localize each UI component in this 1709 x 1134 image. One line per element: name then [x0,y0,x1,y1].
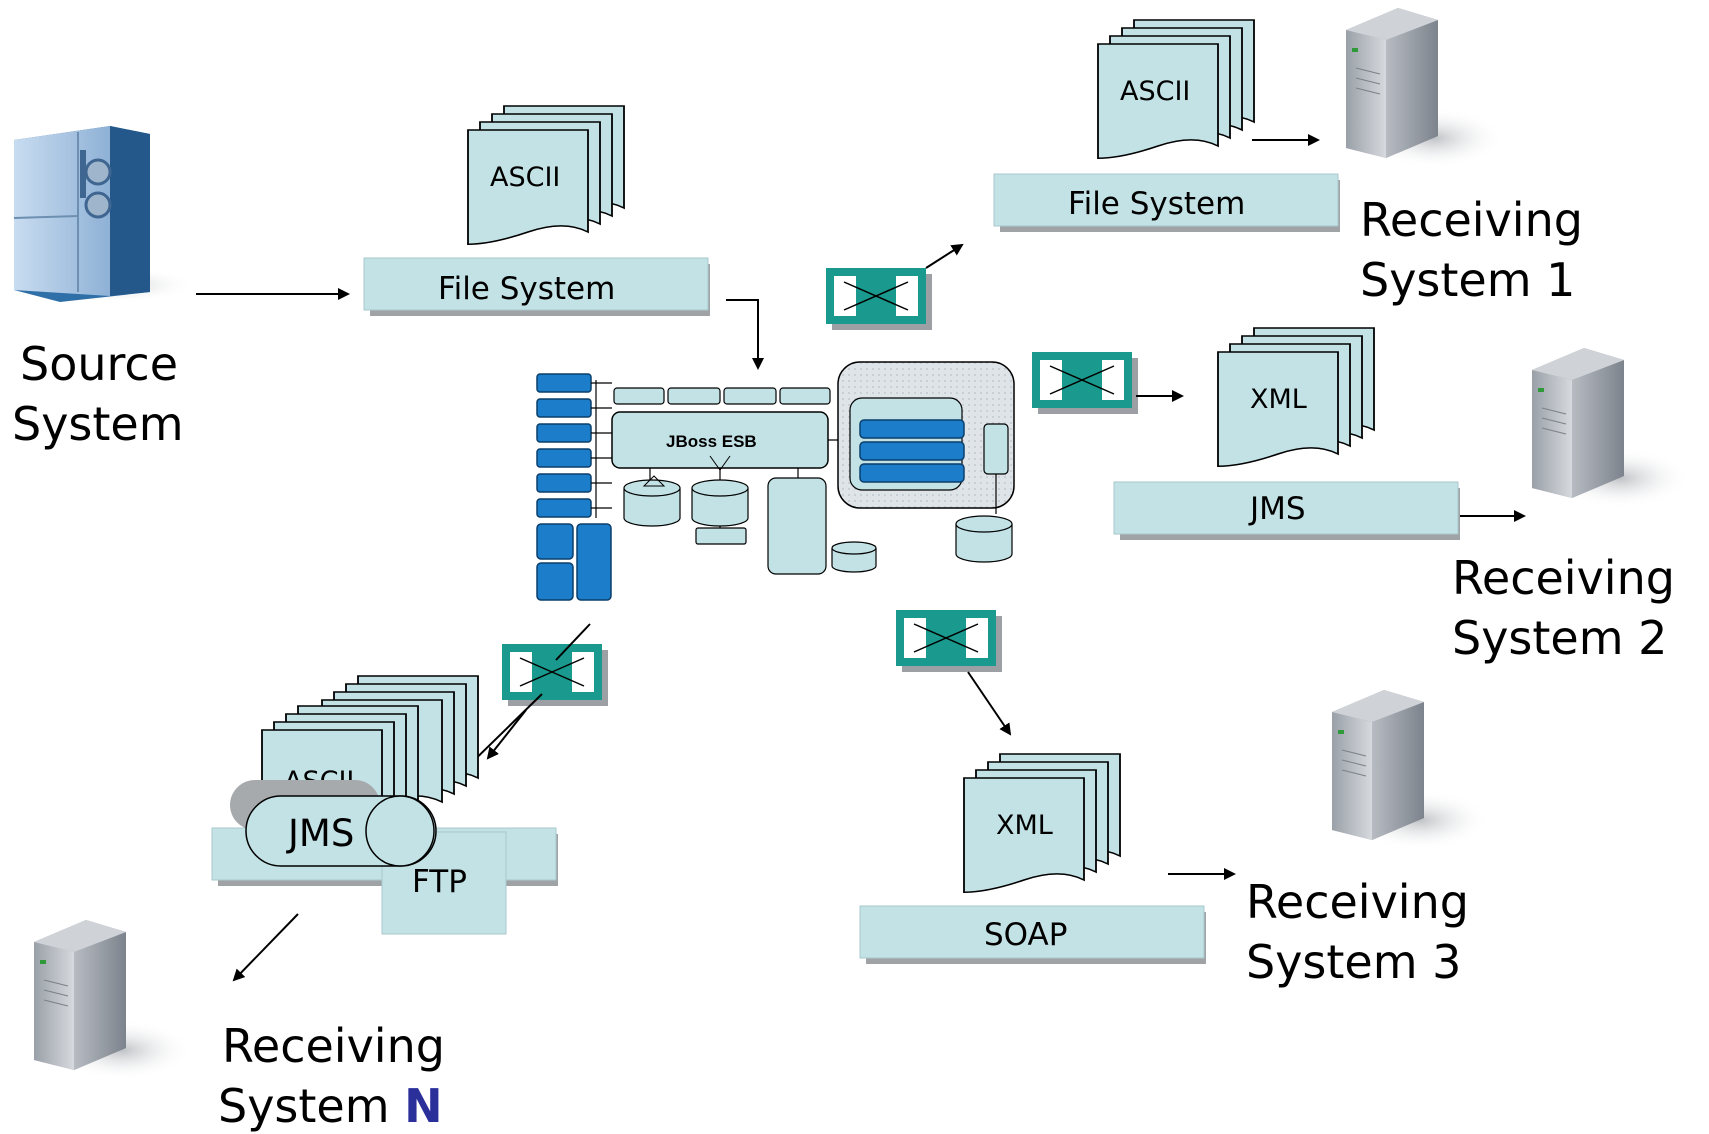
arrow-to-filesystem-out [925,243,964,269]
receiving-system-n-line2-prefix: System [218,1079,404,1133]
receiving-system-2-line2: System 2 [1452,611,1667,665]
arrow-to-receiving-system-n [232,913,299,982]
receiving-system-n-line2: System N [218,1079,443,1133]
transformer-icon-rn [501,643,609,707]
arrow-filesystem-to-esb [726,299,764,370]
source-label-line2: System [12,397,184,451]
arrow-to-xml-soap [967,671,1012,736]
receiving-system-3-line1: Receiving [1246,875,1469,929]
receiving-system-3-server-icon [1331,689,1491,851]
receiving-system-3-line2: System 3 [1246,935,1461,989]
file-system-output-label: File System [1068,186,1245,222]
jms-pipe-label: JMS [286,812,354,855]
jms-pipe-icon [230,780,437,867]
xml-soap-label: XML [996,810,1053,841]
receiving-system-1-line2: System 1 [1360,253,1575,307]
receiving-system-1-server-icon [1345,7,1505,169]
receiving-system-n-line1: Receiving [222,1019,445,1073]
receiving-system-2-server-icon [1531,347,1691,509]
source-system-icon [13,126,195,303]
file-system-input-box [363,257,710,316]
jboss-esb-diagram [536,361,1015,601]
soap-label: SOAP [984,917,1067,953]
file-system-output-box [993,173,1340,232]
file-system-input-label: File System [438,271,615,307]
receiving-system-n-server-icon [33,919,193,1081]
jboss-esb-label: JBoss ESB [666,432,757,451]
ascii-input-label: ASCII [490,162,560,193]
transformer-icon-r1 [825,267,933,331]
transformer-icon-r3 [895,609,1003,673]
xml-jms-label: XML [1250,384,1307,415]
jms-box [1113,481,1460,540]
transformer-icon-r2 [1031,351,1139,415]
ascii-output-label: ASCII [1120,76,1190,107]
receiving-system-1-line1: Receiving [1360,193,1583,247]
arrow-to-output-stack-2 [486,709,527,760]
jms-label: JMS [1248,491,1306,527]
esb-to-transformer-line [555,623,591,661]
source-label-line1: Source [20,337,178,391]
receiving-system-2-line1: Receiving [1452,551,1675,605]
ftp-label: FTP [412,864,467,900]
receiving-system-n-accent: N [404,1079,443,1133]
soap-box [859,905,1206,964]
